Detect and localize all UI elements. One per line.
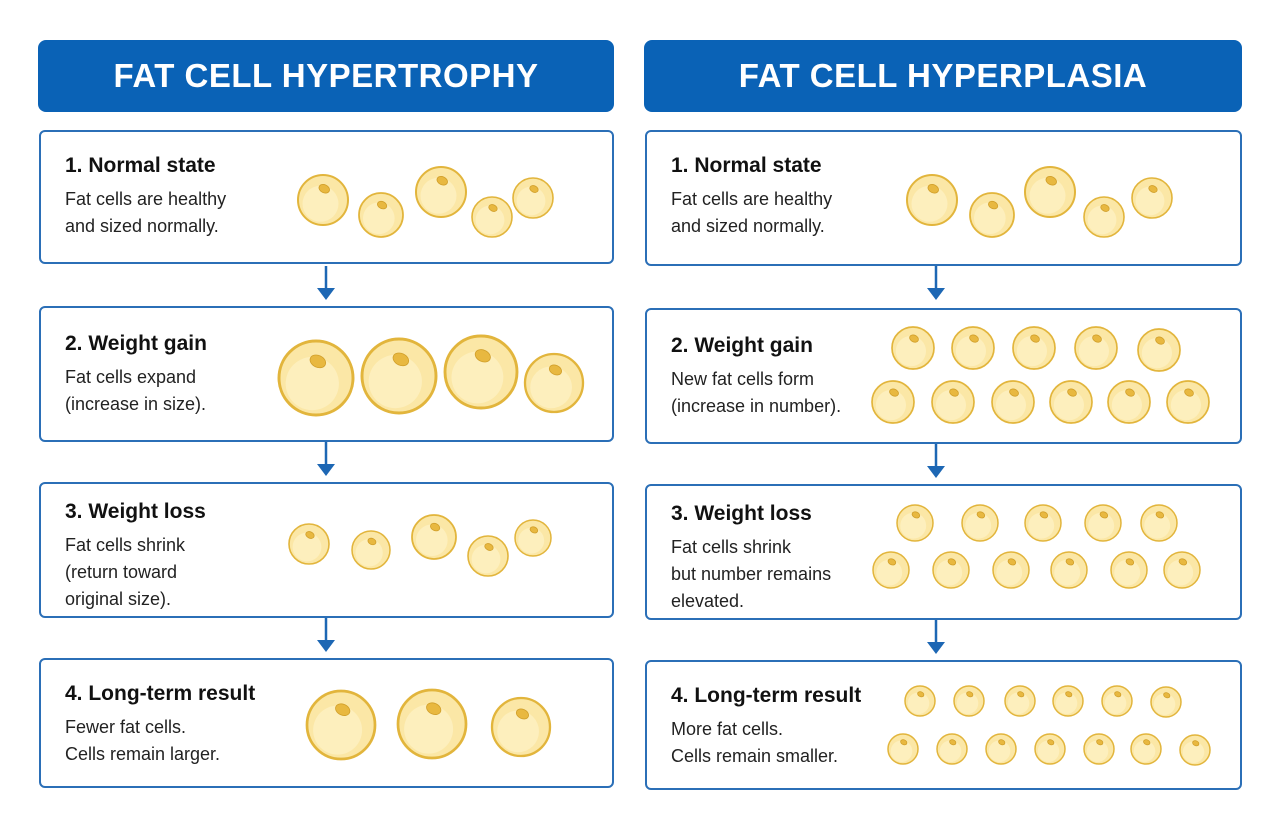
arrow-down-icon — [317, 442, 335, 476]
hyperplasia-step-2: 2. Weight gain New fat cells form (incre… — [645, 308, 1242, 444]
fat-cell-icon — [985, 733, 1017, 765]
fat-cell-icon — [991, 380, 1035, 424]
fat-cell-icon — [932, 551, 970, 589]
fat-cell-icon — [1004, 685, 1036, 717]
fat-cell-icon — [360, 337, 438, 415]
fat-cell-icon — [297, 174, 349, 226]
fat-cell-icon — [1150, 686, 1182, 718]
fat-cell-icon — [467, 535, 509, 577]
fat-cell-icon — [953, 685, 985, 717]
fat-cell-icon — [1166, 380, 1210, 424]
fat-cell-icon — [288, 523, 330, 565]
fat-cell-icon — [931, 380, 975, 424]
arrow-down-icon — [927, 444, 945, 478]
fat-cell-icon — [1052, 685, 1084, 717]
fat-cell-icon — [411, 514, 457, 560]
step-description: Fat cells shrink (return toward original… — [65, 535, 186, 609]
fat-cell-icon — [1110, 551, 1148, 589]
fat-cell-icon — [443, 334, 519, 410]
step-title: 3. Weight loss — [65, 500, 206, 523]
step-description: Fat cells are healthy and sized normally… — [65, 189, 227, 236]
fat-cell-icon — [1084, 504, 1122, 542]
fat-cell-icon — [1131, 177, 1173, 219]
hyperplasia-step-1: 1. Normal state Fat cells are healthy an… — [645, 130, 1242, 266]
arrow-down-icon — [927, 266, 945, 300]
step-title: 4. Long-term result — [65, 682, 256, 705]
hypertrophy-step-2: 2. Weight gain Fat cells expand (increas… — [39, 306, 614, 442]
step-description: New fat cells form (increase in number). — [671, 369, 842, 416]
step-title: 2. Weight gain — [65, 332, 207, 355]
fat-cell-icon — [358, 192, 404, 238]
fat-cell-icon — [305, 689, 377, 761]
arrow-down-icon — [317, 266, 335, 300]
fat-cell-icon — [904, 685, 936, 717]
step-title: 2. Weight gain — [671, 334, 813, 357]
fat-cell-icon — [490, 696, 552, 758]
hypertrophy-step-4: 4. Long-term result Fewer fat cells. Cel… — [39, 658, 614, 788]
step-description: More fat cells. Cells remain smaller. — [671, 719, 839, 766]
step-title: 4. Long-term result — [671, 684, 862, 707]
step-description: Fat cells expand (increase in size). — [65, 367, 207, 414]
fat-cell-icon — [1024, 166, 1076, 218]
fat-cell-icon — [1137, 328, 1181, 372]
fat-cell-icon — [992, 551, 1030, 589]
step-description: Fat cells are healthy and sized normally… — [671, 189, 833, 236]
fat-cell-icon — [961, 504, 999, 542]
fat-cell-icon — [1101, 685, 1133, 717]
fat-cell-icon — [1049, 380, 1093, 424]
fat-cell-icon — [906, 174, 958, 226]
fat-cell-icon — [1179, 734, 1211, 766]
hypertrophy-header: FAT CELL HYPERTROPHY — [38, 40, 614, 112]
fat-cell-icon — [415, 166, 467, 218]
step-title: 1. Normal state — [671, 154, 822, 177]
fat-cell-icon — [471, 196, 513, 238]
hyperplasia-header: FAT CELL HYPERPLASIA — [644, 40, 1242, 112]
step-title: 1. Normal state — [65, 154, 216, 177]
fat-cell-icon — [1024, 504, 1062, 542]
step-description: Fat cells shrink but number remains elev… — [671, 537, 832, 611]
fat-cell-icon — [1107, 380, 1151, 424]
hypertrophy-step-3: 3. Weight loss Fat cells shrink (return … — [39, 482, 614, 618]
hyperplasia-step-3: 3. Weight loss Fat cells shrink but numb… — [645, 484, 1242, 620]
hyperplasia-step-4: 4. Long-term result More fat cells. Cell… — [645, 660, 1242, 790]
fat-cell-icon — [1163, 551, 1201, 589]
fat-cell-icon — [514, 519, 552, 557]
fat-cell-icon — [512, 177, 554, 219]
arrow-down-icon — [927, 620, 945, 654]
fat-cell-icon — [936, 733, 968, 765]
hypertrophy-step-1: 1. Normal state Fat cells are healthy an… — [39, 130, 614, 264]
fat-cell-icon — [1012, 326, 1056, 370]
fat-cell-icon — [523, 352, 585, 414]
fat-cell-icon — [951, 326, 995, 370]
fat-cell-icon — [1130, 733, 1162, 765]
fat-cell-icon — [1140, 504, 1178, 542]
fat-cell-icon — [969, 192, 1015, 238]
fat-cell-icon — [896, 504, 934, 542]
step-description: Fewer fat cells. Cells remain larger. — [65, 717, 221, 764]
hypertrophy-column: FAT CELL HYPERTROPHY 1. Normal state Fat… — [38, 0, 614, 828]
fat-cell-icon — [396, 688, 468, 760]
fat-cell-icon — [1083, 196, 1125, 238]
step-title: 3. Weight loss — [671, 502, 812, 525]
fat-cell-icon — [1074, 326, 1118, 370]
fat-cell-icon — [351, 530, 391, 570]
arrow-down-icon — [317, 618, 335, 652]
hyperplasia-column: FAT CELL HYPERPLASIA 1. Normal state Fat… — [644, 0, 1242, 828]
fat-cell-icon — [1034, 733, 1066, 765]
fat-cell-icon — [1083, 733, 1115, 765]
fat-cell-icon — [1050, 551, 1088, 589]
